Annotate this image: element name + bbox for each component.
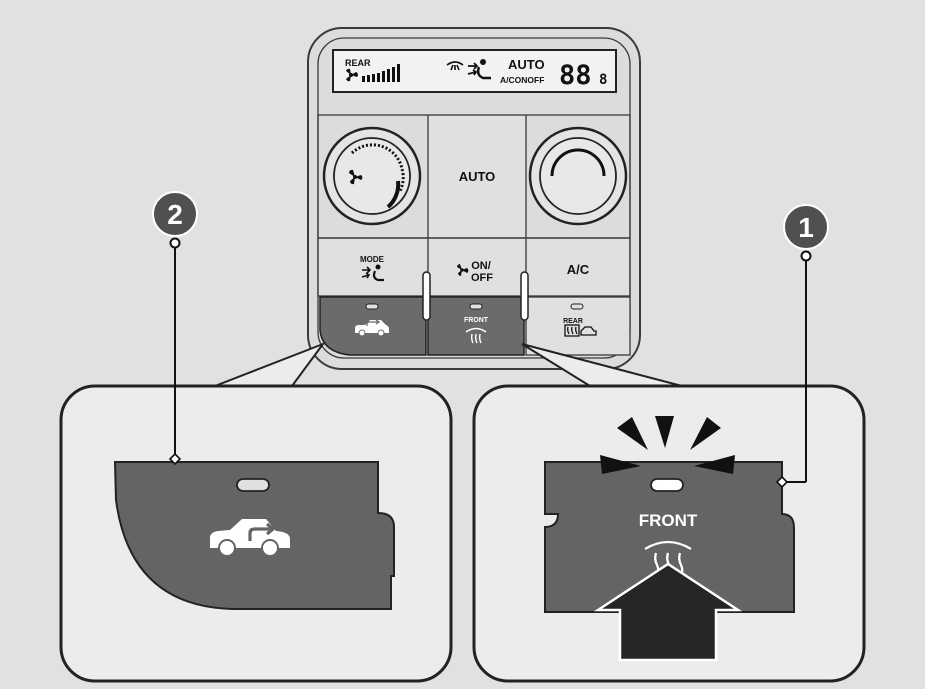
front-defrost-zoom-panel: FRONT — [472, 384, 866, 683]
lcd-temperature: 88 — [559, 60, 592, 91]
recirculation-zoom-panel — [59, 384, 453, 683]
rear-defrost-icon — [564, 324, 597, 337]
front-defrost-label: FRONT — [464, 317, 489, 324]
zoom-front-label: FRONT — [639, 511, 698, 530]
lcd-temperature-decimal: 8 — [599, 72, 607, 88]
callout-1-number: 1 — [798, 212, 814, 243]
mode-display-icon — [467, 59, 491, 80]
lcd-rear-label: REAR — [345, 58, 371, 68]
fan-icon — [348, 169, 363, 185]
rear-defrost-label: REAR — [563, 318, 583, 325]
auto-button[interactable]: AUTO — [429, 116, 525, 237]
front-defrost-icon — [465, 327, 487, 344]
climate-control-panel: REAR AUTO A/CONOFF — [307, 27, 641, 370]
mode-button-label: MODE — [360, 255, 385, 264]
auto-button-label: AUTO — [459, 169, 496, 184]
lcd-display: REAR AUTO A/CONOFF — [332, 49, 617, 93]
callout-2-number: 2 — [167, 199, 183, 230]
press-arrow-icon — [593, 562, 743, 662]
ac-button-label: A/C — [567, 262, 590, 277]
temperature-knob[interactable] — [528, 126, 628, 226]
front-defrost-button[interactable]: FRONT — [427, 296, 525, 356]
mode-airflow-icon — [361, 264, 384, 282]
on-off-label-line2: OFF — [471, 272, 493, 284]
defrost-display-icon — [446, 61, 464, 71]
recirculation-car-icon — [210, 519, 290, 557]
fan-icon — [346, 68, 358, 82]
on-off-label-line1: ON/ — [471, 260, 491, 272]
rear-defrost-button[interactable]: REAR — [525, 296, 631, 356]
lcd-auto-label: AUTO — [508, 57, 545, 72]
mode-button[interactable]: MODE — [319, 239, 427, 295]
recirculation-car-icon — [355, 319, 389, 337]
recirculation-button[interactable] — [319, 296, 427, 356]
on-off-button[interactable]: ON/ OFF — [429, 239, 525, 295]
fan-speed-knob[interactable] — [322, 126, 422, 226]
indicator-light-burst-icon — [600, 416, 735, 474]
ac-button[interactable]: A/C — [527, 239, 629, 295]
lcd-ac-status: A/CONOFF — [500, 75, 544, 85]
fan-icon — [457, 264, 469, 276]
fan-speed-bars — [362, 64, 400, 82]
callout-2: 2 — [152, 191, 198, 466]
callout-1: 1 — [775, 204, 829, 489]
